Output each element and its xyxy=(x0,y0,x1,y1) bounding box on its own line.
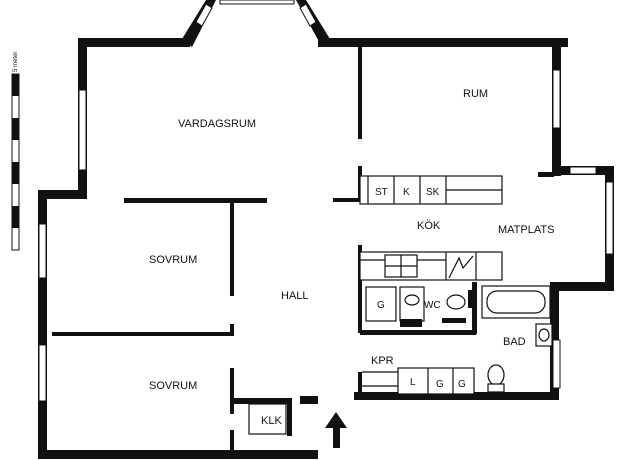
bathroom-fixtures xyxy=(481,285,553,393)
room-label-kpr: KPR xyxy=(371,355,394,367)
kitchen-upper-units xyxy=(359,175,503,205)
room-label-sovrum-upper: SOVRUM xyxy=(149,254,197,266)
room-label-matplats: MATPLATS xyxy=(498,224,554,236)
room-label-hall: HALL xyxy=(281,290,309,302)
fixture-label-k: K xyxy=(403,187,410,198)
closet-klk xyxy=(232,398,292,436)
fixture-label-sk: SK xyxy=(426,187,440,198)
room-label-klk: KLK xyxy=(261,415,282,427)
laundry-units xyxy=(362,367,475,395)
fixture-labels: ST K SK G WC L G G xyxy=(375,187,466,390)
scale-label: 5 meter xyxy=(13,52,19,72)
scale-bar: 5 meter xyxy=(11,52,20,251)
room-label-sovrum-lower: SOVRUM xyxy=(149,380,197,392)
fixture-label-g-hall: G xyxy=(377,300,385,311)
entrance-arrow-icon xyxy=(325,412,347,448)
wc-area xyxy=(365,286,472,327)
fixture-label-g1: G xyxy=(436,379,444,390)
fixture-label-l: L xyxy=(410,377,416,388)
fixture-label-g2: G xyxy=(458,379,466,390)
kitchen-counter xyxy=(359,251,503,281)
room-label-vardagsrum: VARDAGSRUM xyxy=(178,118,256,130)
room-labels: VARDAGSRUM RUM KÖK MATPLATS SOVRUM HALL … xyxy=(149,88,554,427)
windows xyxy=(38,0,614,402)
room-label-rum: RUM xyxy=(463,88,488,100)
room-label-kok: KÖK xyxy=(417,220,441,232)
interior-walls xyxy=(52,47,554,454)
room-label-bad: BAD xyxy=(503,336,526,348)
fixture-label-wc: WC xyxy=(424,300,441,311)
fixture-label-st: ST xyxy=(375,187,388,198)
